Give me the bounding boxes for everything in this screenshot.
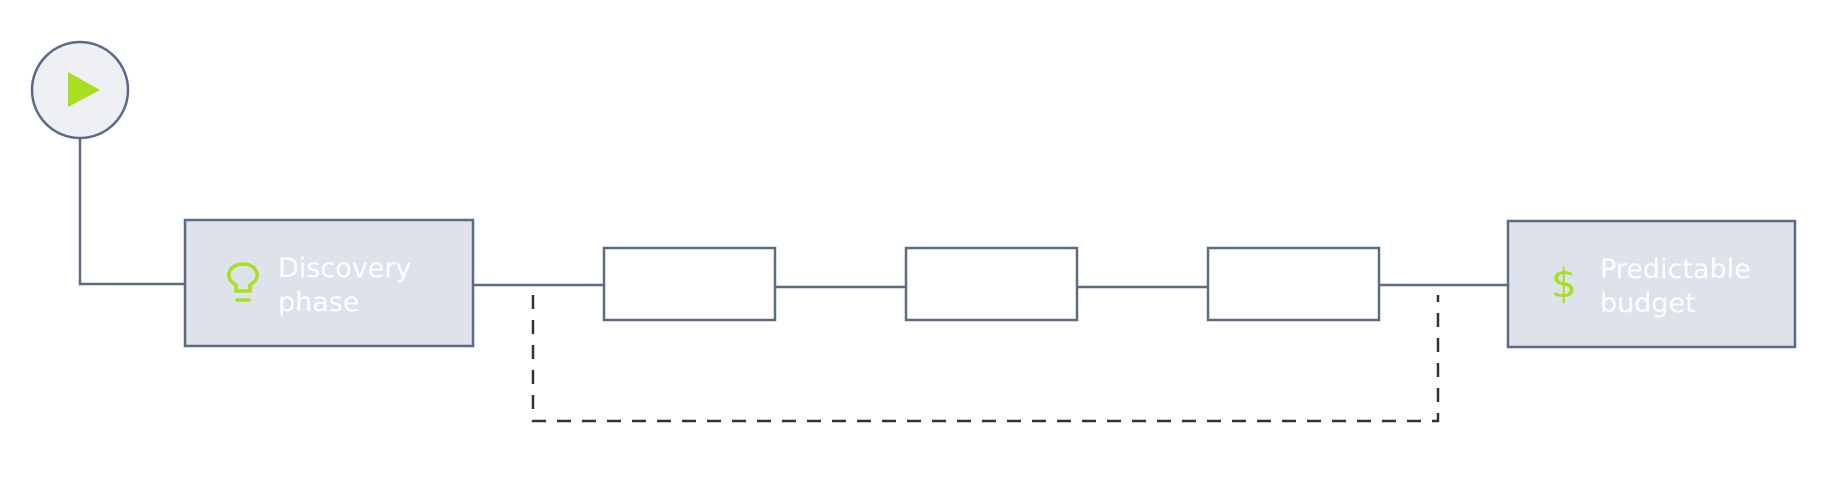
discovery-label-line2: phase bbox=[278, 287, 359, 318]
discovery-phase-node[interactable]: Discovery phase bbox=[183, 218, 475, 348]
budget-label-line1: Predictable bbox=[1600, 254, 1751, 285]
process-step-2[interactable] bbox=[904, 246, 1079, 322]
start-node[interactable] bbox=[30, 40, 130, 140]
predictable-budget-node[interactable]: $ Predictable budget bbox=[1506, 219, 1797, 349]
lightbulb-icon bbox=[227, 262, 259, 302]
connectors bbox=[78, 138, 1508, 289]
dollar-icon: $ bbox=[1551, 261, 1576, 307]
process-step-3[interactable] bbox=[1206, 246, 1381, 322]
budget-label-line2: budget bbox=[1600, 288, 1696, 319]
play-icon bbox=[68, 72, 100, 107]
feedback-loop-dashed bbox=[531, 295, 1440, 423]
discovery-label-line1: Discovery bbox=[278, 253, 411, 284]
predictable-budget-box bbox=[1506, 219, 1797, 349]
start-connector bbox=[78, 138, 184, 286]
process-step-1[interactable] bbox=[602, 246, 777, 322]
